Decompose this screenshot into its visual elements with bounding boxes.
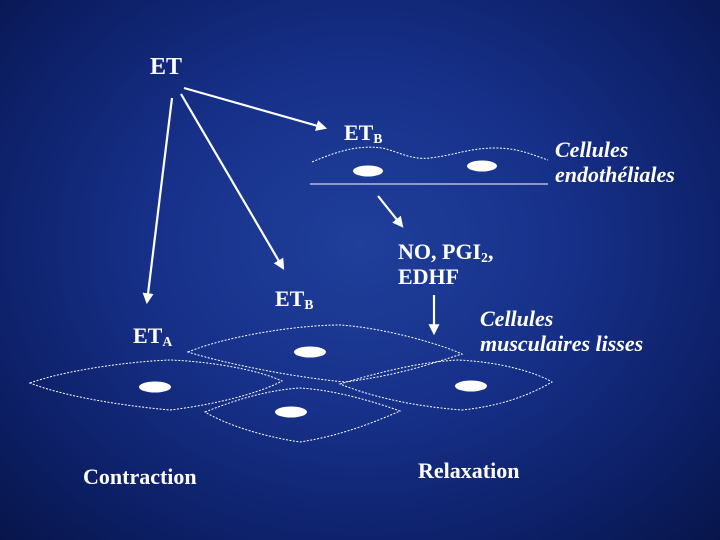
relaxation-label: Relaxation bbox=[418, 458, 520, 483]
endothelial-line1: Cellules bbox=[555, 137, 629, 162]
endothelial-cells-label: Cellules endothéliales bbox=[555, 137, 675, 187]
mediators-label: NO, PGI2, EDHF bbox=[398, 239, 494, 289]
endothelial-membrane bbox=[311, 146, 549, 163]
contraction-label: Contraction bbox=[83, 464, 197, 489]
smooth-line1: Cellules bbox=[480, 306, 554, 331]
smooth-muscle-nucleus-left bbox=[139, 381, 171, 393]
endothelial-nucleus-1 bbox=[353, 165, 383, 177]
smooth-muscle-nucleus-upper bbox=[294, 346, 326, 358]
smooth-muscle-cell-left bbox=[28, 359, 284, 411]
endothelial-line2: endothéliales bbox=[555, 161, 675, 187]
eta-main: ET bbox=[133, 323, 163, 348]
smooth-muscle-nucleus-bottom bbox=[275, 406, 307, 418]
eta-sub: A bbox=[162, 334, 173, 350]
smooth-muscle-cell-upper bbox=[186, 324, 464, 383]
smooth-muscle-cell-right bbox=[338, 359, 553, 411]
etb-receptor-endothelial-label: ETB bbox=[344, 120, 383, 147]
mediators-line1: NO, PGI2, bbox=[398, 239, 494, 266]
arrow-endothelium-to-mediators bbox=[377, 195, 404, 228]
eta-receptor-label: ETA bbox=[133, 323, 173, 350]
smooth-muscle-cell-bottom bbox=[203, 387, 402, 443]
smooth-muscle-nucleus-right bbox=[455, 380, 487, 392]
etb-top-sub: B bbox=[373, 131, 383, 147]
etb-mid-sub: B bbox=[304, 297, 314, 313]
arrow-et-to-etb-smooth bbox=[180, 93, 285, 270]
et-label: ET bbox=[150, 54, 183, 80]
mediators-line2: EDHF bbox=[398, 263, 460, 289]
arrow-et-to-eta bbox=[142, 97, 174, 305]
mediators-line1-b: , bbox=[487, 239, 494, 264]
smooth-muscle-cells-label: Cellules musculaires lisses bbox=[480, 306, 644, 356]
etb-mid-main: ET bbox=[275, 286, 305, 311]
arrow-et-to-etb-endothelial bbox=[183, 86, 328, 131]
mediators-line1-a: NO, PGI bbox=[398, 239, 482, 264]
endothelial-nucleus-2 bbox=[467, 160, 497, 172]
etb-receptor-smooth-label: ETB bbox=[275, 286, 314, 313]
etb-top-main: ET bbox=[344, 120, 374, 145]
smooth-line2: musculaires lisses bbox=[480, 330, 644, 356]
mediators-line1-sub: 2 bbox=[481, 250, 488, 266]
